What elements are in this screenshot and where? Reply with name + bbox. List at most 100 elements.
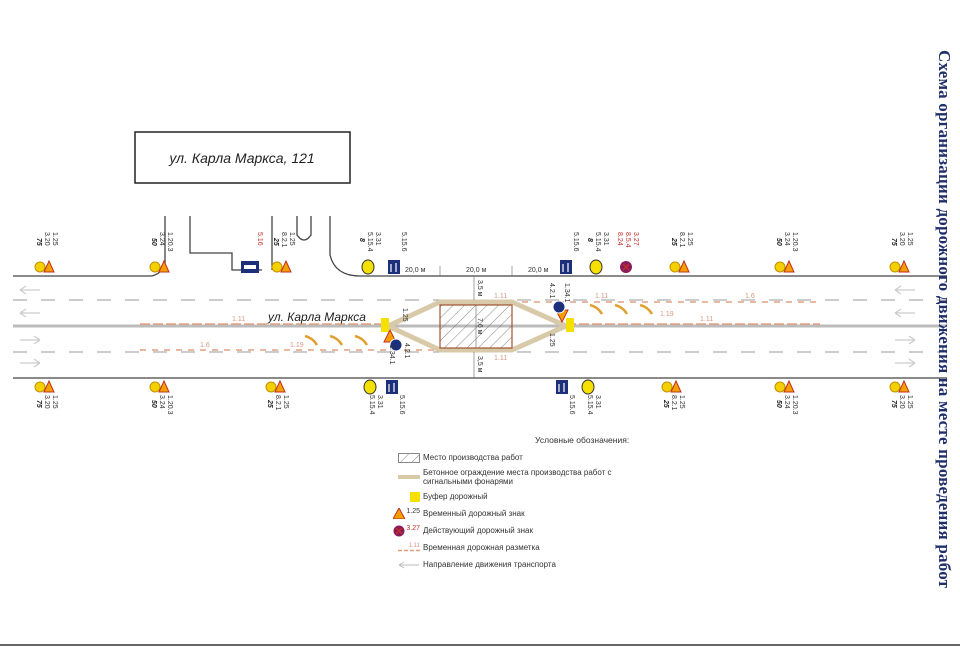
scheme-title: Схема организации дорожного движения на … [935,50,954,589]
legend-item: 1.25 Временный дорожный знак [384,505,629,522]
warning-sign-icon [43,379,55,393]
sign-label: 1.20.3 [166,232,173,252]
island-sign-label: 1.34.1 [563,283,570,303]
legend-item: Направление движения транспорта [384,556,629,573]
island-sign-label: 1.34.1 [388,345,395,365]
sign-label: 1.25 [51,395,58,409]
sign-label: 3.27 [632,232,639,246]
sign-group: 1.258.2.125 [661,379,685,411]
side-roads [13,216,947,379]
sign-label: 1.20.3 [791,232,798,252]
sign-label: 5.15.6 [398,395,405,415]
sign-label: 75 [890,238,897,246]
page-bottom-rule [0,644,960,646]
sign-label: 75 [890,400,897,408]
sign-group: 1.258.2.125 [265,379,289,411]
dimension-label: 20,0 м [405,267,426,274]
sign-group: 3.315.15.4 [581,379,601,415]
speed-limit-sign-icon [149,381,161,393]
island-signs [383,300,569,352]
street-name: ул. Карла Маркса [267,310,366,324]
direction-arrows [19,285,916,368]
end-of-zone-sign-icon [589,259,603,275]
warning-sign-icon [783,259,795,273]
speed-limit-sign-icon [669,261,681,273]
speed-limit-sign-icon [34,261,46,273]
island-sign-label: 4.2.1 [548,283,555,299]
sign-label: 8.2.1 [678,232,685,248]
sign-label: 8.5.4 [624,232,631,248]
hatch-icon [398,452,420,463]
legend-code: 3.27 [406,524,420,532]
legend-header: Условные обозначения: [535,435,630,445]
sign-label: 1.25 [51,232,58,246]
legend-item: Буфер дорожный [384,488,629,505]
sign-label: 5.15.6 [568,395,575,415]
building-label: ул. Карла Маркса, 121 [168,150,314,166]
sign-label: 8 [358,238,365,242]
sign-label: 1.25 [686,232,693,246]
legend-label: Временная дорожная разметка [423,543,540,552]
warning-sign-icon [783,379,795,393]
sign-group: 3.315.15.4 [363,379,383,415]
sign-group: 5.15.6 [388,232,407,274]
sign-label: 1.25 [906,395,913,409]
road-buffer [566,318,574,332]
lane-sign-icon [560,260,572,274]
sign-label: 3.31 [376,395,383,409]
sign-label: 3.20 [43,232,50,246]
speed-limit-sign-icon [774,381,786,393]
island-sign-label: 1.25 [548,333,555,347]
sign-label: 75 [35,400,42,408]
marking-label: 1.6 [200,342,210,349]
road-buffer [381,318,389,332]
sign-label: 8.2.1 [280,232,287,248]
sign-label: 50 [775,400,782,408]
speed-limit-sign-icon [271,261,283,273]
legend-label: Действующий дорожный знак [423,526,533,535]
work-zone [381,299,574,353]
dimension-lines [439,266,513,378]
sign-label: 1.20.3 [791,395,798,415]
dimension-label: 7,6 м [476,318,483,335]
marking-label: 1.11 [700,316,713,323]
dimension-label: 3,5 м [476,356,483,373]
sign-label: 1.25 [282,395,289,409]
speed-limit-sign-icon [34,381,46,393]
sign-group: 3.278.5.48.24 [616,232,639,273]
lane-sign-icon [386,380,398,394]
dimension-label: 20,0 м [466,267,487,274]
legend-item: 1.11 Временная дорожная разметка [384,539,629,556]
legend-label: Направление движения транспорта [423,560,556,569]
marking-label: 1.6 [745,293,755,300]
marking-label: 1.11 [494,355,507,362]
marking-label: 1.19 [660,311,674,318]
warning-sign-icon [158,379,170,393]
sign-label: 3.24 [783,232,790,246]
buffer-icon [410,491,420,502]
legend-code: 1.25 [406,508,420,515]
warning-sign-icon [393,508,406,519]
warning-sign-icon [898,379,910,393]
end-of-zone-sign-icon [581,379,595,395]
speed-limit-sign-icon [889,381,901,393]
legend-label: Временный дорожный знак [423,509,525,518]
warning-sign-icon [43,259,55,273]
legend-item: Место производства работ [384,449,629,466]
lane-sign-icon [556,380,568,394]
sign-label: 75 [35,238,42,246]
dimension-label: 20,0 м [528,267,549,274]
sign-label: 3.20 [898,232,905,246]
sign-label: 3.20 [898,395,905,409]
sign-label: 5.16 [256,232,263,246]
marking-label: 1.19 [290,342,304,349]
sign-label: 3.31 [374,232,381,246]
sign-group: 3.315.15.48 [358,232,381,275]
warning-sign-icon [678,259,690,273]
